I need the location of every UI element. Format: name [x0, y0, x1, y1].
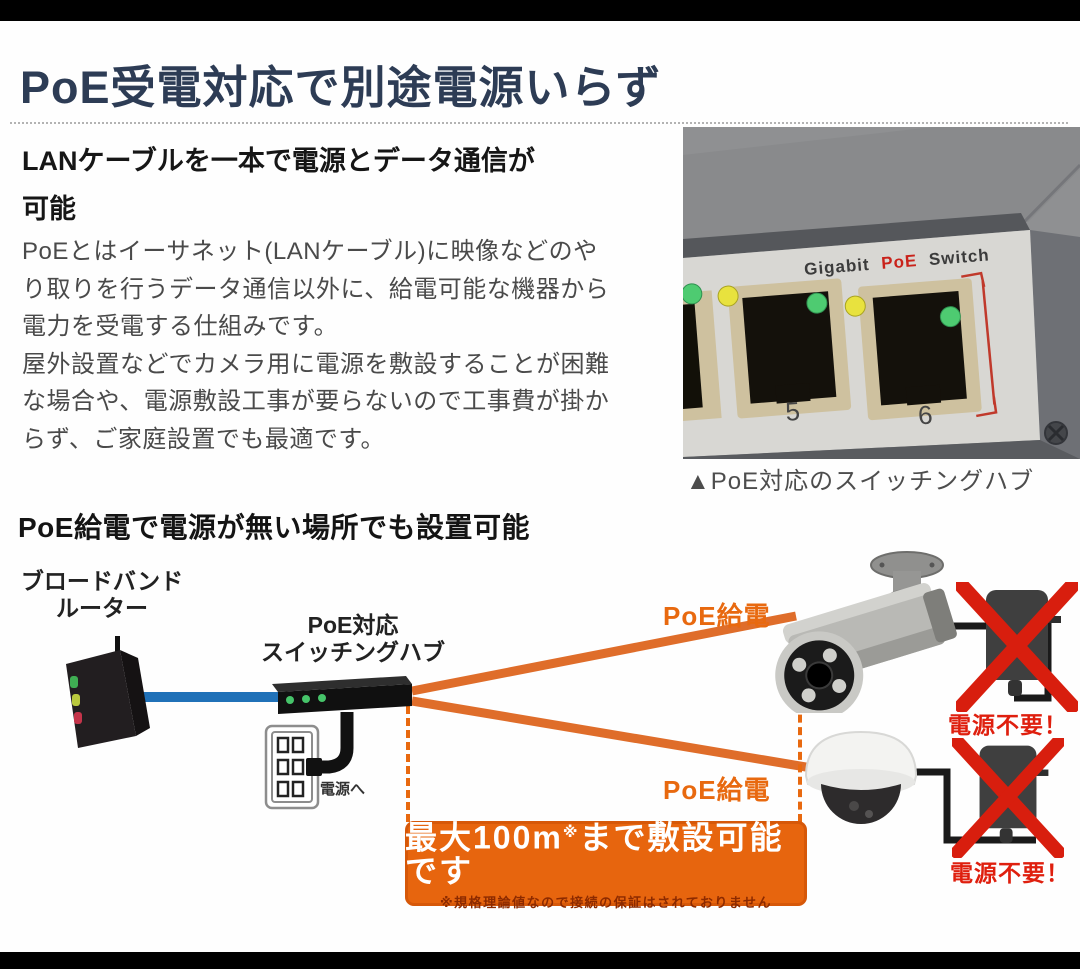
distance-banner: 最大100m※まで敷設可能です ※規格理論値なので接続の保証はされておりません [405, 820, 807, 910]
router-led-red [74, 712, 82, 724]
outlet-slot [276, 758, 290, 776]
dome-bubble [821, 784, 901, 824]
intro-heading: LANケーブルを一本で電源とデータ通信が 可能 [22, 137, 672, 233]
dome-lens [849, 801, 859, 811]
poe-feed-label-bottom: PoE給電 [663, 775, 771, 805]
hub-label-line2: スイッチングハブ [261, 639, 445, 665]
distance-dashed-left [406, 706, 410, 822]
switch-back-edge [1021, 163, 1080, 225]
hub-front [278, 684, 412, 714]
router-label-line2: ルーター [56, 595, 148, 621]
paragraph-line: な場合や、電源敷設工事が要らないので工事費が掛か [22, 388, 610, 415]
photo-caption: ▲PoE対応のスイッチングハブ [686, 468, 1035, 495]
router-led-yellow [72, 694, 80, 706]
power-plug [306, 758, 322, 776]
red-bracket-line [981, 280, 996, 405]
router-label-line1: ブロードバンド [20, 568, 184, 594]
paragraph-line: 電力を受電する仕組みです。 [22, 313, 339, 340]
router-label: ブロードバンド ルーター [12, 568, 192, 622]
banner-note: ※規格理論値なので接続の保証はされておりません [440, 895, 772, 911]
paragraph-line: 屋外設置などでカメラ用に電源を敷設することが困難 [22, 350, 610, 378]
switch-right-face [1030, 230, 1080, 459]
led-green [939, 306, 961, 328]
label-switch: Switch [928, 245, 990, 269]
switch-bottom-shadow [683, 440, 1080, 459]
mount-bolt [879, 562, 885, 568]
port5-number: 5 [784, 396, 801, 427]
hub-led [318, 694, 326, 702]
port5-opening [742, 291, 837, 404]
led-green [806, 292, 828, 314]
ac-adapter-crossed-top [956, 582, 1078, 712]
adapter-prong [1046, 616, 1061, 623]
outlet-slot [291, 758, 305, 776]
hub-led [302, 695, 310, 703]
paragraph-line: PoEとはイーサネット(LANケーブル)に映像などのや [22, 238, 598, 265]
hub-label-line1: PoE対応 [307, 612, 399, 638]
port6-tab [905, 384, 942, 406]
red-bracket-bottom [976, 396, 998, 418]
outlet-slot [276, 736, 290, 754]
bottom-black-bar [0, 952, 1080, 969]
camera-body-group [775, 583, 957, 713]
outlet-label: 電源へ [320, 781, 366, 798]
label-poe: PoE [881, 251, 918, 273]
switch-bevel [683, 213, 1030, 258]
screw-cross [1047, 424, 1065, 442]
poe-hub-group [264, 676, 412, 810]
led-yellow [844, 295, 866, 317]
intro-paragraph: PoEとはイーサネット(LANケーブル)に映像などのや り取りを行うデータ通信以… [22, 233, 682, 458]
intro-heading-line1: LANケーブルを一本で電源とデータ通信が [22, 146, 535, 176]
ac-adapter-crossed-bottom [952, 738, 1064, 858]
lan-cable-blue [142, 692, 292, 702]
dome-camera [804, 730, 918, 824]
hub-led [286, 696, 294, 704]
led-green [683, 283, 703, 305]
bullet-camera [775, 551, 957, 713]
no-power-label-bottom: 電源不要！ [950, 860, 1070, 886]
ir-led [822, 648, 837, 663]
port5-tab [775, 382, 811, 404]
page-title: PoE受電対応で別途電源いらず [20, 62, 662, 113]
led-yellow [717, 285, 739, 307]
poe-switch-photo: Gigabit PoE Switch [683, 127, 1080, 459]
hub-top [272, 676, 412, 692]
outlet-slot [276, 780, 290, 798]
outlet-slot [291, 780, 305, 798]
ir-led [832, 678, 847, 693]
switch-model-label: Gigabit PoE Switch [804, 245, 991, 279]
camera-lens [805, 661, 834, 690]
banner-asterisk: ※ [562, 823, 580, 841]
router-front [66, 650, 136, 748]
mount-bolt [929, 562, 935, 568]
dome-lens-small [865, 810, 873, 818]
diagram-heading: PoE給電で電源が無い場所でも設置可能 [18, 512, 530, 543]
switch-top-face [683, 127, 1080, 239]
outlet-slot [291, 736, 305, 754]
dotted-divider [10, 122, 1068, 124]
paragraph-line: らず、ご家庭設置でも最適です。 [22, 425, 385, 453]
adapter-cord-stub [1008, 680, 1022, 696]
adapter-prong [1034, 769, 1049, 776]
adapter-cord-stub [999, 828, 1013, 843]
port4-opening [683, 303, 703, 412]
content-area: PoE受電対応で別途電源いらず LANケーブルを一本で電源とデータ通信が 可能 … [0, 21, 1080, 952]
banner-rest: まで敷設可能です [405, 819, 784, 890]
port6-number: 6 [917, 399, 934, 430]
broadband-router [66, 636, 150, 748]
hub-power-cord [318, 712, 354, 774]
switch-panel-detail: Gigabit PoE Switch [683, 245, 998, 430]
hub-label: PoE対応 スイッチングハブ [248, 612, 458, 666]
router-side [120, 650, 150, 736]
paragraph-line: り取りを行うデータ通信以外に、給電可能な機器から [22, 275, 610, 303]
no-power-label-top: 電源不要！ [948, 712, 1068, 738]
poe-feed-label-top: PoE給電 [663, 601, 771, 631]
banner-main-text: 最大100m※まで敷設可能です [405, 816, 807, 890]
banner-distance: 最大100m [405, 819, 563, 856]
router-led-green [70, 676, 78, 688]
poe-cable-bottom [411, 696, 813, 773]
intro-heading-line2: 可能 [22, 194, 76, 224]
